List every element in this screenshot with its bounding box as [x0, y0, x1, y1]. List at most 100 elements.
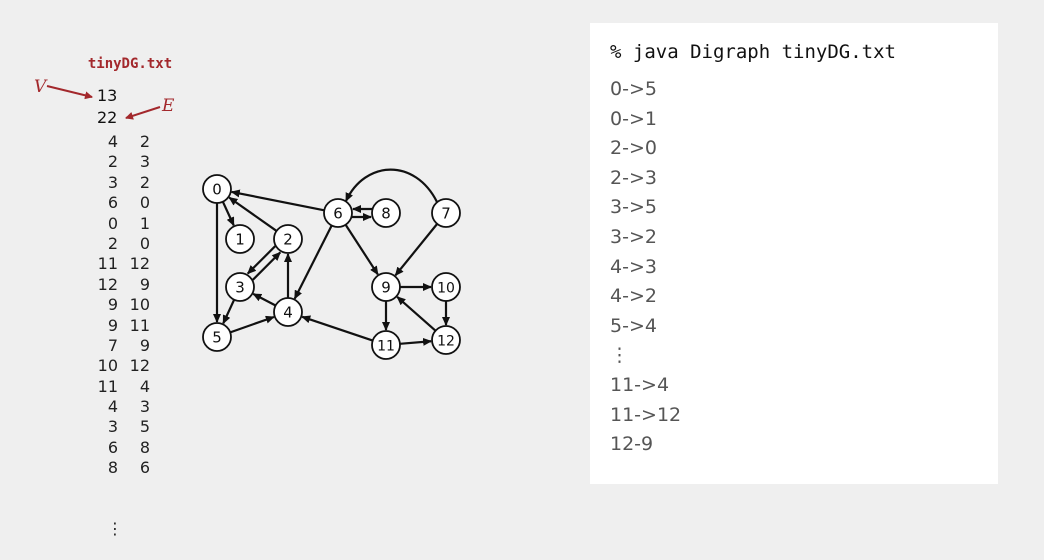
svg-text:0: 0: [212, 181, 222, 199]
terminal-line: 0->1: [610, 107, 657, 130]
edge-from-value: 0: [107, 213, 118, 233]
edge-from-value: 11: [97, 376, 118, 396]
file-ellipsis: ⋮: [107, 519, 123, 538]
edge-from-value: 7: [107, 335, 118, 355]
edge-to-value: 0: [139, 193, 150, 213]
edge-11-4: [301, 315, 374, 342]
file-edge-row: 12 9: [80, 275, 160, 295]
edge-to-value: 2: [139, 132, 150, 151]
vertex-0: 0: [202, 174, 232, 204]
svg-text:2: 2: [283, 231, 293, 249]
edge-2-0: [228, 196, 278, 232]
edge-from-value: 11: [97, 254, 118, 274]
terminal-line: 12-9: [610, 433, 654, 456]
vertex-2: 2: [273, 224, 303, 254]
edge-to-value: 0: [139, 233, 150, 253]
svg-text:6: 6: [333, 205, 343, 223]
file-edge-row: 9 11: [80, 316, 160, 336]
edge-to-value: 2: [139, 172, 150, 192]
edge-to-value: 12: [129, 254, 150, 274]
edge-to-value: 11: [129, 315, 150, 335]
edge-from-value: 6: [107, 437, 118, 457]
vertex-8: 8: [371, 198, 401, 228]
terminal-line: 2->3: [610, 166, 657, 189]
terminal-line: 11->12: [610, 403, 682, 426]
svg-text:12: 12: [437, 334, 455, 350]
vertex-1: 1: [225, 224, 255, 254]
file-edge-row: 10 12: [80, 356, 160, 376]
edge-to-value: 12: [129, 356, 150, 376]
svg-text:8: 8: [381, 205, 391, 223]
edge-from-value: 10: [97, 356, 118, 376]
terminal-line: 0->5: [610, 78, 657, 100]
edge-4-3: [252, 292, 277, 307]
edge-7-9: [394, 223, 439, 277]
edge-3-2: [251, 251, 281, 281]
edge-from-value: 8: [107, 458, 118, 478]
terminal-line: 3->2: [610, 226, 657, 248]
e-annotation-arrow: [125, 106, 161, 120]
edge-6-4: [293, 225, 333, 300]
edge-2-3: [247, 245, 277, 275]
edge-12-9: [396, 296, 437, 332]
vertex-4: 4: [273, 297, 303, 327]
edge-to-value: 1: [139, 213, 150, 233]
edge-11-12: [399, 337, 433, 346]
vertex-9: 9: [371, 272, 401, 302]
vertex-5: 5: [202, 322, 232, 352]
edge-to-value: 9: [139, 335, 150, 355]
edge-from-value: 12: [97, 274, 118, 294]
edge-to-value: 3: [139, 397, 150, 417]
terminal-line: 3->5: [610, 196, 657, 219]
vertex-11: 11: [371, 330, 401, 360]
terminal-line: 4->3: [610, 255, 657, 278]
edge-from-value: 3: [107, 417, 118, 437]
terminal-line: 4->2: [610, 285, 657, 308]
edge-6-9: [344, 224, 379, 276]
edge-6-0: [230, 189, 325, 212]
v-annotation-arrow: [46, 85, 93, 100]
v-annotation-label: V: [34, 77, 47, 97]
vertex-7: 7: [431, 198, 461, 228]
edge-from-value: 6: [107, 193, 118, 213]
svg-text:10: 10: [437, 281, 455, 297]
vertex-10: 10: [431, 272, 461, 302]
terminal-ellipsis: ⋮: [610, 344, 629, 367]
file-edge-row: 11 12: [80, 254, 160, 274]
edge-from-value: 9: [107, 295, 118, 315]
svg-text:11: 11: [377, 339, 395, 355]
edge-to-value: 5: [139, 417, 150, 437]
edge-5-4: [229, 315, 275, 334]
edge-from-value: 2: [107, 233, 118, 253]
terminal-line: 5->4: [610, 314, 657, 337]
edge-from-value: 9: [107, 315, 118, 335]
edge-to-value: 9: [139, 274, 150, 294]
edge-to-value: 6: [139, 458, 150, 478]
edge-count-value: 22: [97, 108, 118, 127]
vertex-count-value: 13: [97, 86, 118, 105]
edge-7-6: [345, 168, 438, 203]
file-name-label: tinyDG.txt: [87, 56, 173, 72]
vertex-6: 6: [323, 198, 353, 228]
terminal-line: 11->4: [610, 374, 670, 396]
edge-from-value: 3: [107, 172, 118, 192]
svg-text:9: 9: [381, 279, 391, 297]
edge-to-value: 3: [139, 152, 150, 172]
vertex-3: 3: [225, 272, 255, 302]
edge-from-value: 4: [107, 397, 118, 417]
annotation-arrows: [46, 85, 161, 120]
terminal-command: % java Digraph tinyDG.txt: [610, 41, 896, 63]
edge-3-5: [222, 299, 236, 325]
